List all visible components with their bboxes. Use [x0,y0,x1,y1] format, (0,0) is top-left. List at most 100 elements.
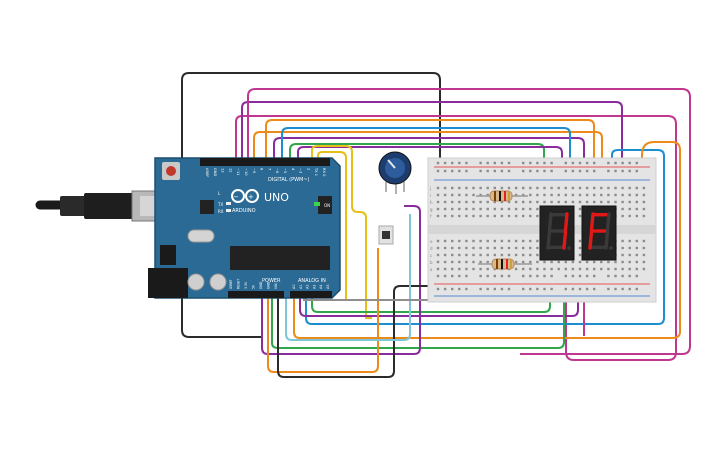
digital-pin-label: RX 0 [322,168,326,177]
wire-purple-1[interactable] [241,101,623,250]
segment-a [594,213,608,217]
usb-chip [200,200,214,214]
power-pin-label: 5V [252,284,256,289]
analog-pin-label: A4 [319,285,323,289]
crystal [187,229,215,243]
digital-pin-label: ~10 [244,168,248,176]
digital-pin-label: 13 [221,168,225,173]
board-brand: ARDUINO [232,208,256,214]
resistor-top[interactable] [476,190,528,202]
segment-dp [567,246,571,250]
analog-header[interactable] [290,291,332,298]
wire-orange-2[interactable] [265,119,595,246]
wire-purple-4[interactable] [299,262,579,317]
on-led [314,202,320,206]
digital-pin-label: 12 [228,168,232,173]
svg-text:+: + [248,193,254,201]
digital-pin-label: AREF [205,168,209,177]
row-letter: b [430,260,433,265]
segment-f [547,212,553,232]
wire-blue-1[interactable] [281,127,571,250]
resistor-bottom[interactable] [478,258,532,270]
wire-blue-2[interactable] [305,149,665,325]
arduino-logo-icon: − + [231,189,259,203]
segment-g [550,229,565,233]
wire-yellow-2[interactable] [317,151,347,300]
segment-c [562,230,568,250]
row-letter: i [430,193,431,198]
wire-magenta-2[interactable] [247,88,691,355]
segment-b [563,212,569,232]
wire-orange-1[interactable] [253,131,603,252]
row-letter: a [430,267,433,272]
arduino-board[interactable]: − + UNO ARDUINO DIGITAL (PWM~) POWER ANA… [148,157,341,299]
tx-label: TX [217,202,223,207]
tx-led [226,202,231,205]
analog-pin-label: A5 [326,285,330,289]
wire-orange-4[interactable] [267,248,379,373]
row-letter: f [430,214,432,219]
seven-segment-displays [539,205,617,261]
digital-pin-label: ~3 [299,168,303,173]
usb-cable[interactable] [35,190,169,222]
segment-d [591,245,605,249]
segment-a [552,213,566,217]
wire-lightblue[interactable] [285,214,411,341]
power-label: POWER [262,278,281,284]
digital-pin-label: ~6 [275,168,279,174]
digital-pin-label: ~5 [283,168,287,173]
digital-pin-label: 8 [260,168,264,171]
power-pin-label: GND [267,281,271,289]
row-letter: g [430,207,433,212]
digital-header[interactable] [200,158,330,166]
wire-orange-3[interactable] [293,141,681,339]
analog-pin-label: A2 [306,285,310,289]
wire-green-2[interactable] [311,262,551,313]
potentiometer[interactable] [378,151,412,194]
display-left[interactable] [539,205,575,261]
capacitor-2 [209,273,227,291]
digital-pin-label: TX 1 [314,167,318,176]
analog-pin-label: A0 [292,285,296,289]
row-letter: h [430,200,433,205]
wire-purple-5[interactable] [261,205,421,355]
wire-purple-2[interactable] [273,137,585,250]
power-pin-label: IOREF [229,279,233,289]
wire-black-outer[interactable] [181,72,441,190]
segment-e [546,230,552,250]
power-pin-label: GND [259,281,263,289]
push-button[interactable] [378,225,394,245]
digital-pin-label: ~9 [252,168,256,174]
row-letter: d [430,246,433,251]
row-letter: j [429,186,431,191]
segment-e [588,230,594,250]
wire-magenta-1[interactable] [235,115,677,361]
segment-dp [609,246,613,250]
display-right[interactable] [581,205,617,261]
wire-purple-3[interactable] [297,146,563,196]
power-header[interactable] [228,291,284,298]
l-label: L [218,191,221,196]
digital-pin-label: 4 [291,168,295,171]
atmega-chip [230,246,330,270]
segment-b [605,212,611,232]
wire-yellow-1[interactable] [311,145,372,319]
digital-pin-label: ~11 [236,168,240,176]
analog-pin-label: A3 [312,285,316,289]
digital-label: DIGITAL (PWM~) [268,177,310,183]
on-label: ON [324,203,330,208]
wire-green-3[interactable] [271,262,565,349]
wire-black-2[interactable] [277,285,440,378]
row-letter: e [430,239,433,244]
rx-led [226,209,231,212]
wires [181,72,691,378]
wire-black-bottom[interactable] [181,165,262,338]
board-model: UNO [264,191,289,204]
regulator [160,245,176,265]
segment-c [604,230,610,250]
digital-pin-label: 7 [267,168,271,170]
segment-f [589,212,595,232]
